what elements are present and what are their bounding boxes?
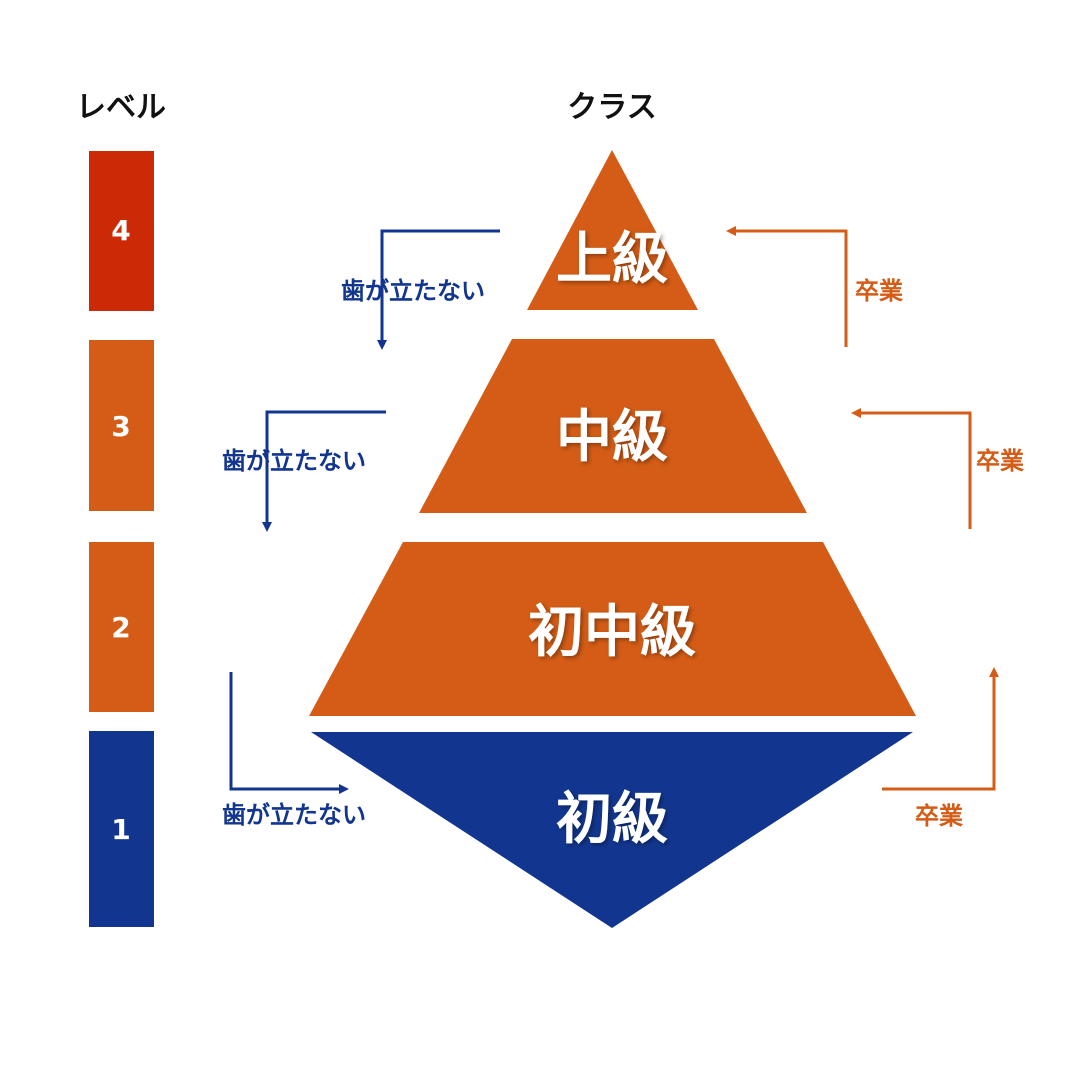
graduate-arrow-intermediate: 卒業: [726, 226, 903, 347]
level-1-label: 1: [111, 813, 130, 846]
graduate-label-intermediate: 卒業: [855, 277, 903, 305]
class-heading: クラス: [567, 90, 656, 125]
tier-beginner: 初級: [311, 732, 913, 928]
level-bar-1-rect: [89, 731, 154, 927]
graduate-label-beginner: 卒業: [915, 802, 963, 830]
fail-label-intermediate: 歯が立たない: [222, 447, 366, 475]
level-4-label: 4: [111, 214, 130, 247]
graduate-arrow-beginner-line: [882, 667, 999, 791]
graduate-arrow-beginner: 卒業: [882, 667, 999, 830]
level-bar-2: 2: [89, 542, 154, 712]
fail-arrow-intermediate-line: [262, 410, 386, 532]
tier-lower-intermediate-label: 初中級: [528, 600, 696, 665]
level-bar-3: 3: [89, 340, 154, 511]
graduate-label-lower-intermediate: 卒業: [976, 447, 1024, 475]
graduate-arrow-lower-intermediate-line: [851, 408, 972, 529]
fail-label-lower-intermediate: 歯が立たない: [222, 801, 366, 829]
level-heading: レベル: [76, 90, 166, 125]
fail-arrow-lower-intermediate: 歯が立たない: [222, 672, 366, 829]
tier-beginner-shape: [311, 732, 913, 928]
level-3-label: 3: [111, 410, 130, 443]
tier-beginner-label: 初級: [556, 787, 668, 852]
tier-lower-intermediate-shape: [309, 542, 916, 716]
fail-arrow-intermediate: 歯が立たない: [222, 410, 386, 532]
tier-advanced-shape: [527, 150, 698, 310]
tier-intermediate: 中級: [419, 339, 807, 513]
fail-arrow-lower-intermediate-line: [229, 672, 349, 794]
level-bar-4: 4: [89, 151, 154, 311]
fail-label-advanced: 歯が立たない: [341, 277, 485, 305]
tier-lower-intermediate: 初中級: [309, 542, 916, 716]
tier-advanced: 上級: [527, 150, 698, 310]
level-bar-1: 1: [89, 731, 154, 927]
tier-intermediate-shape: [419, 339, 807, 513]
graduate-arrow-lower-intermediate: 卒業: [851, 408, 1024, 529]
level-bar-4-rect: [89, 151, 154, 311]
level-bar-2-rect: [89, 542, 154, 712]
graduate-arrow-intermediate-line: [726, 226, 848, 347]
level-bar-3-rect: [89, 340, 154, 511]
level-2-label: 2: [111, 611, 130, 644]
tier-advanced-label: 上級: [556, 227, 668, 292]
tier-intermediate-label: 中級: [556, 405, 668, 470]
fail-arrow-advanced: 歯が立たない: [341, 229, 500, 350]
fail-arrow-advanced-line: [377, 229, 500, 350]
